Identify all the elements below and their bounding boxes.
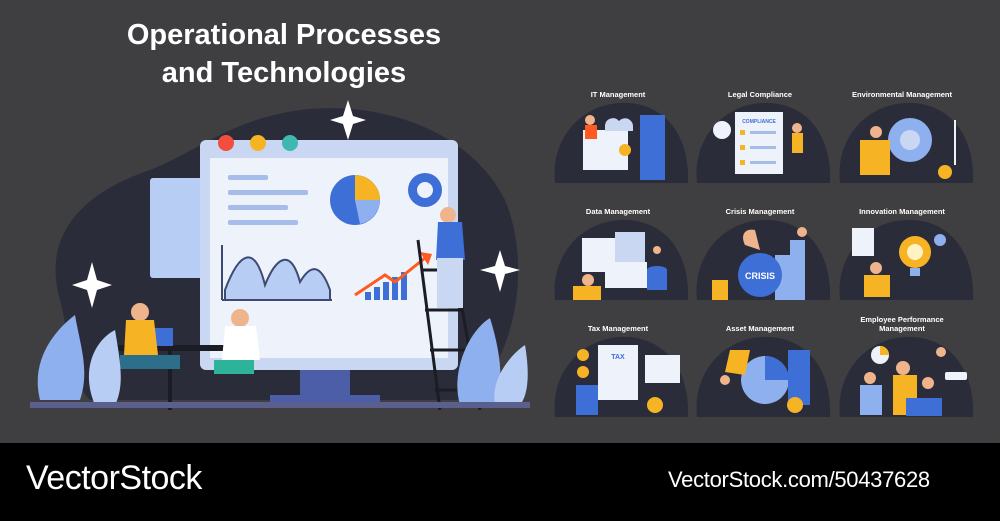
- data-management-tile: [554, 219, 689, 300]
- dollar-coin-icon: [577, 349, 589, 361]
- tile-label-crisis-management: Crisis Management: [725, 207, 795, 216]
- svg-text:CRISIS: CRISIS: [745, 271, 775, 281]
- innovation-management-tile: [839, 219, 974, 300]
- title-line-2: and Technologies: [161, 57, 407, 89]
- it-management-tile: [554, 102, 689, 183]
- gear-icon: [934, 234, 946, 246]
- title-line-1: Operational Processes: [126, 19, 442, 51]
- cloud-icon: [605, 118, 634, 131]
- tile-label-employee-performance-line2: Management: [879, 324, 925, 333]
- employee-performance-tile: [839, 336, 974, 417]
- svg-text:TAX: TAX: [611, 354, 625, 361]
- tile-label-employee-performance-line1: Employee Performance: [860, 315, 944, 324]
- rating-stars-icon: [945, 372, 967, 380]
- person-head: [440, 207, 456, 223]
- svg-text:COMPLIANCE: COMPLIANCE: [742, 119, 776, 125]
- crisis-management-tile: CRISIS: [696, 219, 831, 300]
- sparkle-icon: [72, 262, 112, 308]
- coin-icon: [938, 165, 952, 179]
- sparkle-icon: [480, 250, 520, 292]
- brand-name: VectorStock: [26, 459, 202, 497]
- window-dot-orange: [250, 135, 266, 151]
- tile-label-tax-management: Tax Management: [587, 324, 649, 333]
- sparkle-icon: [330, 100, 366, 140]
- tile-label-environmental-management: Environmental Management: [851, 90, 953, 99]
- illustration-canvas: Operational Processes and Technologies: [0, 0, 1000, 443]
- window-dot-red: [218, 135, 234, 151]
- window-dot-teal: [282, 135, 298, 151]
- image-id: VectorStock.com/50437628: [668, 467, 930, 492]
- tile-label-it-management: IT Management: [590, 90, 646, 99]
- bomb-icon: [738, 253, 782, 297]
- hero-illustration: [30, 100, 530, 411]
- wave-graph: [224, 256, 331, 301]
- tile-label-legal-compliance: Legal Compliance: [727, 90, 793, 99]
- tiles-illustrations: COMPLIANCE: [554, 102, 974, 417]
- tile-label-asset-management: Asset Management: [725, 324, 795, 333]
- asset-management-tile: [696, 336, 831, 417]
- tile-label-employee-performance: Employee Performance Management: [832, 315, 972, 333]
- tile-label-innovation-management: Innovation Management: [859, 207, 945, 216]
- tile-label-data-management: Data Management: [585, 207, 651, 216]
- trend-arrow-icon: [354, 256, 426, 297]
- footer-bar: [0, 443, 1000, 521]
- calculator-icon: [576, 385, 598, 415]
- tax-management-tile: TAX: [554, 336, 689, 417]
- legal-compliance-tile: COMPLIANCE: [696, 102, 831, 183]
- environmental-management-tile: [839, 102, 974, 183]
